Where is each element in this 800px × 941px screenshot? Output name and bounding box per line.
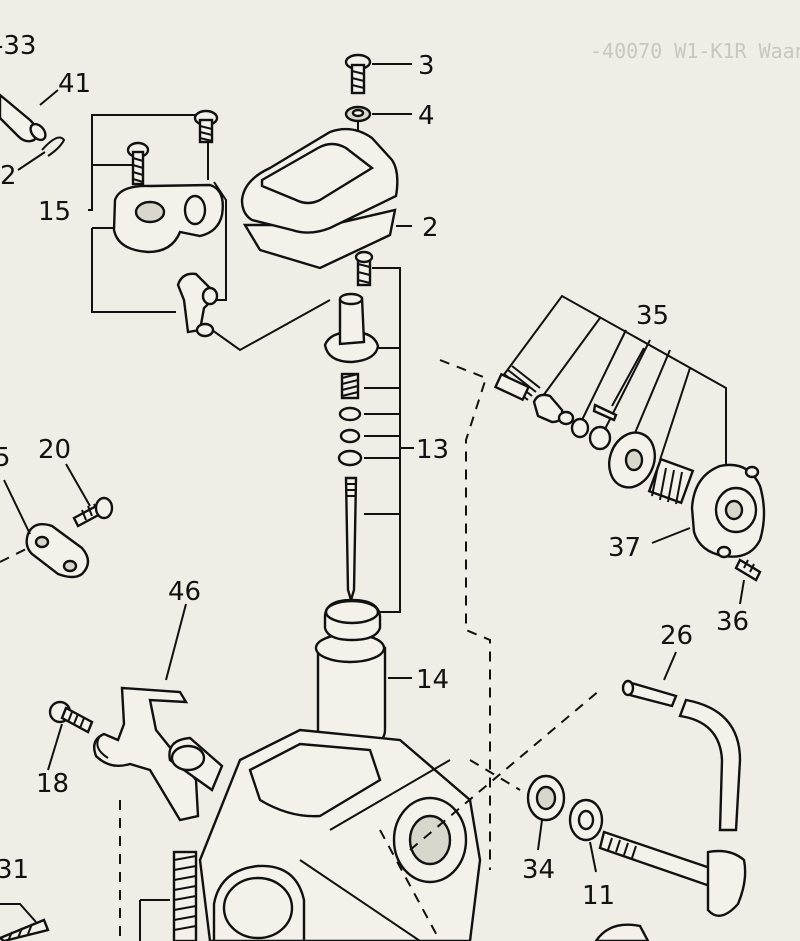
callout-13: 13 bbox=[416, 435, 449, 465]
callout-3: 3 bbox=[418, 51, 435, 81]
callout-14: 14 bbox=[416, 665, 449, 695]
part-25-plate bbox=[0, 479, 90, 579]
callout-20: 20 bbox=[38, 435, 71, 465]
callout-12: 2 bbox=[0, 161, 17, 191]
part-31-screw bbox=[0, 903, 50, 941]
part-26-hose bbox=[621, 651, 742, 832]
callout-4: 4 bbox=[418, 101, 435, 131]
part-2-cap bbox=[240, 127, 412, 270]
lever-screw-left bbox=[126, 141, 150, 186]
part-18-bolt bbox=[47, 700, 94, 771]
part-35-pump-kit bbox=[493, 294, 727, 505]
part-41-hose bbox=[0, 89, 59, 143]
callout-15: 15 bbox=[38, 197, 71, 227]
part-13-needle-assembly bbox=[323, 250, 414, 613]
header-text: -40070 W1-K1R Waang bbox=[590, 39, 800, 63]
callout-35: 35 bbox=[636, 301, 669, 331]
part-3-screw bbox=[344, 53, 412, 95]
part-46-bracket bbox=[93, 603, 200, 822]
callout-37: 37 bbox=[608, 533, 641, 563]
part-12-clip bbox=[17, 136, 66, 171]
spring-left bbox=[139, 850, 198, 941]
callout-18: 18 bbox=[36, 769, 69, 799]
part-14-throttle-valve bbox=[314, 598, 412, 750]
part-11-washer bbox=[568, 798, 604, 873]
part-34-seal bbox=[526, 774, 566, 851]
callout-34: 34 bbox=[522, 855, 555, 885]
part-20-bolt bbox=[65, 463, 114, 528]
callout-11: 11 bbox=[582, 881, 615, 911]
callout-33: -33 bbox=[0, 31, 36, 61]
part-36-screw bbox=[734, 558, 762, 605]
adjust-screw-right bbox=[598, 830, 747, 917]
callout-2: 2 bbox=[422, 213, 439, 243]
callout-41: 41 bbox=[58, 69, 91, 99]
callout-46: 46 bbox=[168, 577, 201, 607]
lever-screw-top bbox=[193, 109, 219, 144]
part-4-washer bbox=[344, 105, 412, 123]
callout-31: 31 bbox=[0, 855, 29, 885]
part-15-lever-assembly bbox=[88, 109, 331, 352]
carburetor-body bbox=[168, 728, 482, 941]
callout-25: 5 bbox=[0, 443, 11, 473]
callout-26: 26 bbox=[660, 621, 693, 651]
part-37-pump-cover bbox=[651, 463, 766, 559]
callout-36: 36 bbox=[716, 607, 749, 637]
